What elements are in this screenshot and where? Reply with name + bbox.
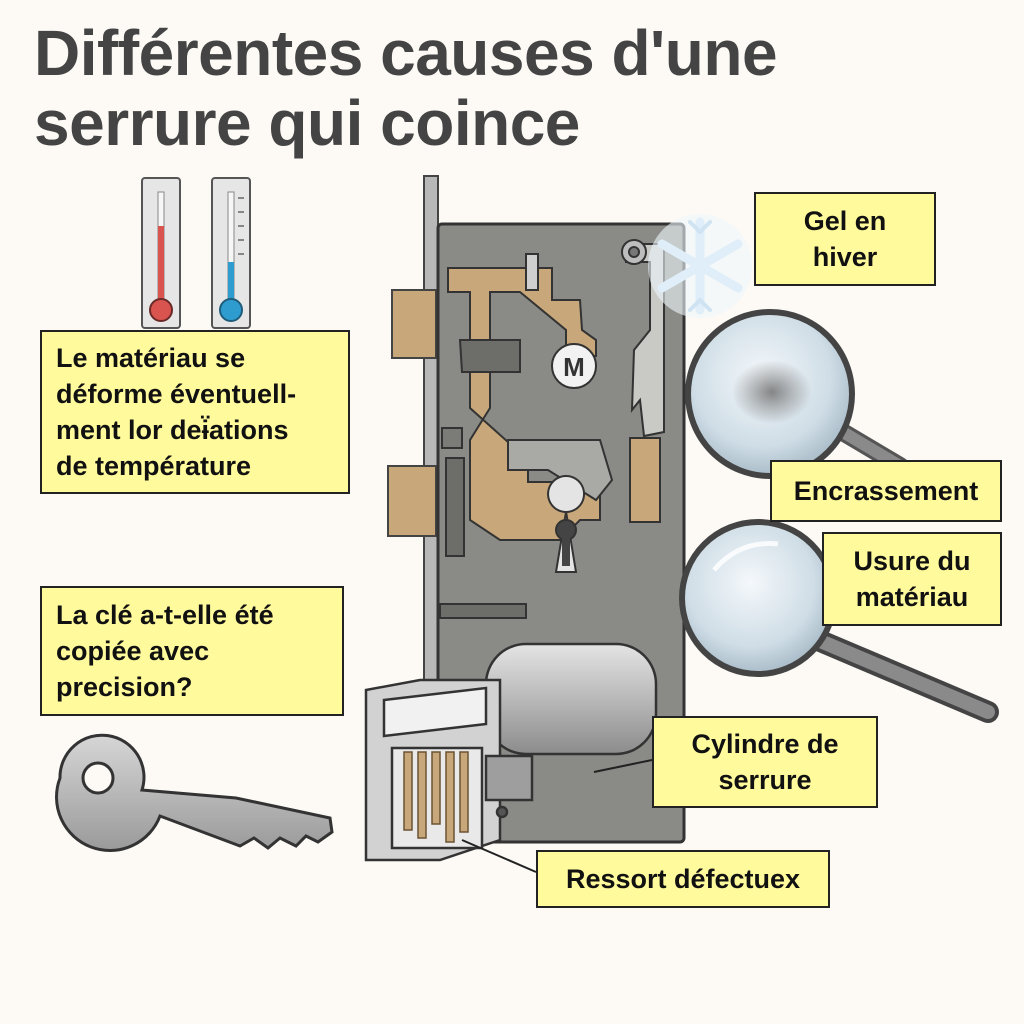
page-title: Différentes causes d'une serrure qui coi… [34,18,994,158]
latch-bolt [391,289,437,359]
label-key-copy: La clé a-t-elle été copiée avec precisio… [40,586,344,716]
title-line-2: serrure qui coince [34,87,580,159]
label-cylinder: Cylindre de serrure [652,716,878,808]
title-line-1: Différentes causes d'une [34,17,778,89]
label-wear: Usure du matériau [822,532,1002,626]
snowflake-icon [648,214,752,318]
dead-bolt [387,465,437,537]
faceplate [423,175,439,737]
lock-mechanism [439,239,665,619]
label-spring: Ressort défectuex [536,850,830,908]
lock-cylinder [364,642,658,862]
magnifier-wear-icon [679,519,999,723]
key-icon [55,733,334,852]
thermometer-hot-icon [141,177,181,329]
thermometer-cold-icon [211,177,251,329]
pointer-lines [461,759,653,873]
label-frost: Gel en hiver [754,192,936,286]
lock-badge-letter: M [563,352,585,382]
lock-badge: M [551,343,597,389]
label-dirt: Encrassement [770,460,1002,522]
label-temperature: Le matériau se déforme éventuell- ment l… [40,330,350,494]
magnifier-dirt-icon [685,309,909,479]
